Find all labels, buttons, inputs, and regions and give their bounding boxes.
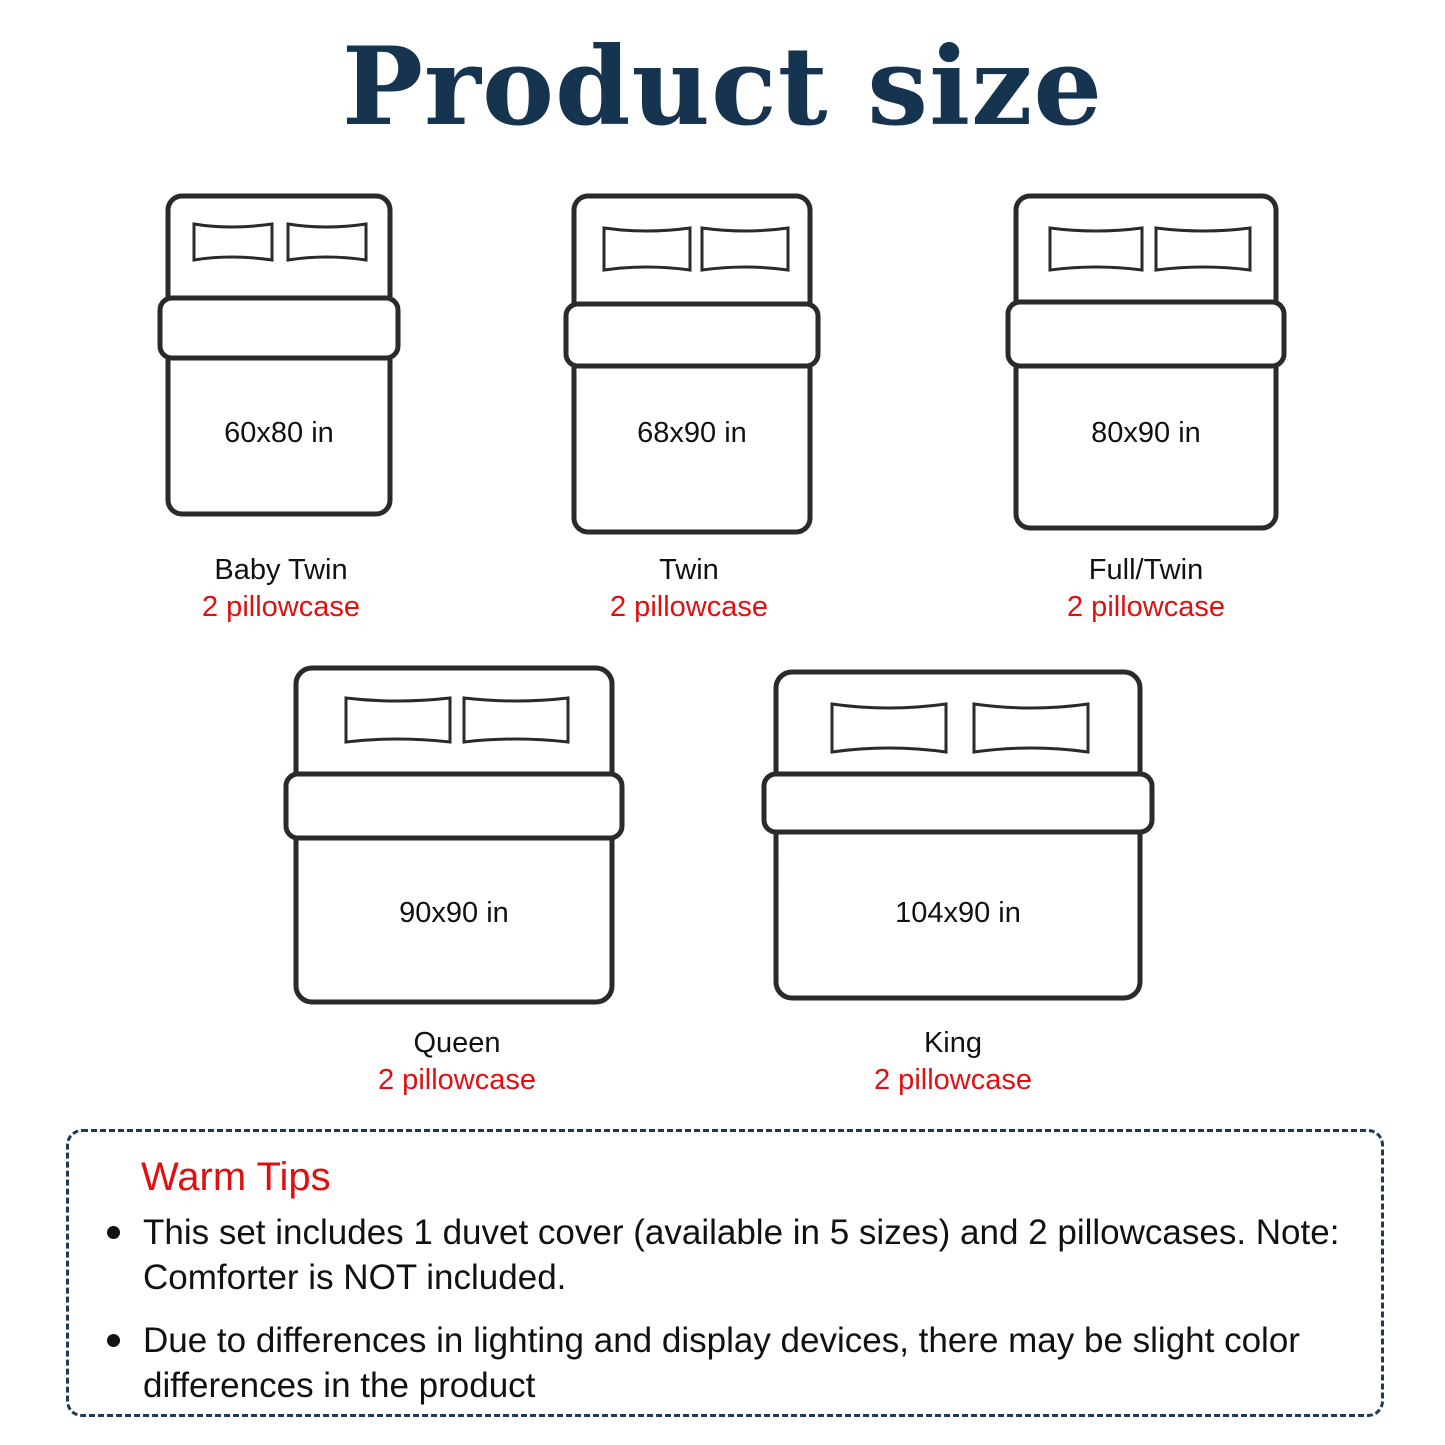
bed-size-name: Queen [413,1027,501,1059]
bed-size-name: Twin [659,554,719,586]
bed-size-name: Full/Twin [1088,554,1204,586]
bed-outline [563,193,821,535]
warm-tips-heading: Warm Tips [141,1155,331,1199]
bed-diagram-queen: 90x90 in [283,665,625,1005]
bed-dimension: 90x90 in [399,897,509,929]
pillow-left [602,226,692,272]
pillowcase-count: 2 pillowcase [874,1064,1032,1096]
pillow-right [462,696,570,744]
bullet-icon [107,1226,120,1239]
pillow-left [344,696,452,744]
bed-caption: King 2 pillowcase [773,1025,1133,1099]
bed-caption: Queen 2 pillowcase [277,1025,637,1099]
bed-dimension: 80x90 in [1091,417,1201,449]
blanket-fold [1005,299,1287,369]
pillowcase-count: 2 pillowcase [202,591,360,623]
bed-size-name: Baby Twin [214,554,348,586]
page-title: Product size [341,24,1104,150]
blanket-fold [283,771,625,841]
bed-diagram-twin: 68x90 in [563,193,821,535]
pillowcase-count: 2 pillowcase [378,1064,536,1096]
bed-dimension: 68x90 in [637,417,747,449]
bed-size-name: King [923,1027,983,1059]
pillow-right [286,222,368,262]
bed-outline [761,669,1155,1001]
bullet-icon [107,1334,120,1347]
pillow-right [1154,226,1252,272]
bed-diagram-baby-twin: 60x80 in [157,193,401,517]
blanket-fold [761,771,1155,835]
bed-outline [1005,193,1287,531]
blanket-fold [157,295,401,361]
bed-caption: Full/Twin 2 pillowcase [966,552,1326,626]
pillow-right [972,702,1090,754]
bed-dimension: 60x80 in [224,417,334,449]
pillow-left [1048,226,1144,272]
bed-outline [157,193,401,517]
bed-dimension: 104x90 in [895,897,1021,929]
bed-diagram-full-twin: 80x90 in [1005,193,1287,531]
bed-caption: Baby Twin 2 pillowcase [101,552,461,626]
blanket-fold [563,301,821,369]
bed-outline [283,665,625,1005]
pillow-right [700,226,790,272]
pillowcase-count: 2 pillowcase [1067,591,1225,623]
pillow-left [192,222,274,262]
bed-caption: Twin 2 pillowcase [509,552,869,626]
tip-text: Due to differences in lighting and displ… [143,1321,1300,1405]
warm-tips-box: Warm Tips This set includes 1 duvet cove… [66,1129,1384,1417]
pillow-left [830,702,948,754]
tip-text: This set includes 1 duvet cover (availab… [143,1213,1340,1297]
bed-diagram-king: 104x90 in [761,669,1155,1001]
pillowcase-count: 2 pillowcase [610,591,768,623]
